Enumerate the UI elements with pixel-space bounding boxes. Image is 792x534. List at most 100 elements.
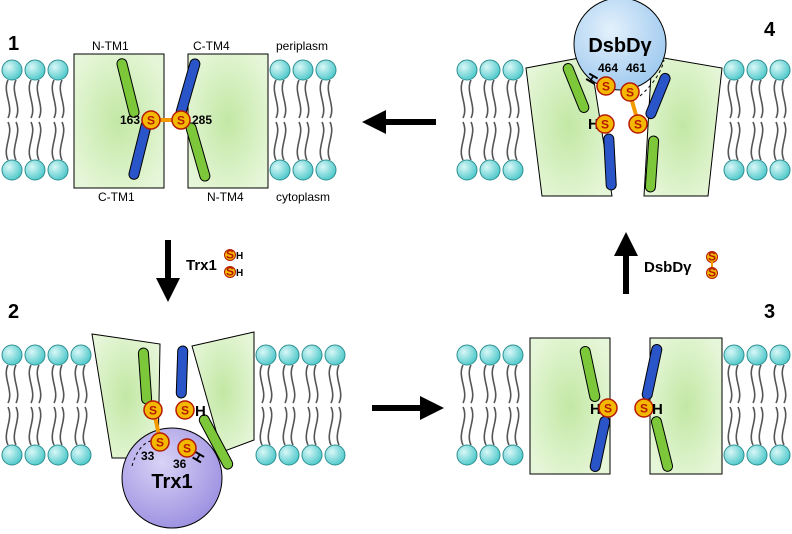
svg-text:S: S [149, 404, 157, 418]
lipid-tail [773, 79, 779, 119]
svg-text:S: S [226, 248, 234, 262]
step-number-3: 3 [764, 301, 775, 323]
lipid-tail [282, 406, 288, 446]
lipid-tail [735, 79, 741, 119]
lipid-tail [491, 364, 497, 404]
lipid-head [255, 444, 277, 466]
svg-text:S: S [183, 442, 191, 456]
lipid-tail [758, 79, 764, 119]
lipid-head [255, 344, 277, 366]
lipid-tail [5, 364, 11, 404]
helix-blue-lower-left [603, 133, 617, 191]
panel-4: 4 DsbDγ S H S H S S 464 461 [525, 0, 776, 197]
lipid-tail [305, 406, 311, 446]
label-c-tm1: C-TM1 [98, 190, 135, 204]
svg-text:H: H [588, 116, 599, 133]
lipid-head [24, 159, 46, 181]
sulfur-right-thiol: S H [175, 400, 206, 420]
sulfur-163: S [141, 110, 161, 130]
lipid-tail [491, 121, 497, 161]
lipid-tail [74, 406, 80, 446]
membrane-3-right [723, 344, 791, 466]
svg-text:S: S [626, 86, 634, 100]
lipid-head [269, 159, 291, 181]
lipid-head [479, 344, 501, 366]
lipid-head [324, 444, 346, 466]
helix-green-right [198, 414, 234, 470]
lipid-tail [13, 121, 19, 161]
lipid-tail [506, 406, 512, 446]
lipid-tail [773, 364, 779, 404]
membrane-2-left [1, 344, 92, 466]
lipid-tail [460, 79, 466, 119]
lipid-tail [328, 406, 334, 446]
lipid-tail [319, 121, 325, 161]
lipid-head [456, 344, 478, 366]
lipid-tail [313, 364, 319, 404]
lipid-head [24, 344, 46, 366]
membrane-4-right [723, 59, 791, 181]
lipid-head [746, 444, 768, 466]
svg-text:S: S [634, 118, 642, 132]
lipid-head [769, 159, 791, 181]
lipid-tail [483, 406, 489, 446]
lipid-head [315, 59, 337, 81]
lipid-tail [491, 406, 497, 446]
helix-n-tm1 [116, 58, 140, 118]
lipid-tail [5, 406, 11, 446]
lipid-tail [483, 79, 489, 119]
lipid-tail [36, 79, 42, 119]
lipid-tail [483, 121, 489, 161]
lipid-head [479, 59, 501, 81]
helix-green-lower-right [644, 135, 660, 193]
lipid-tail [28, 364, 34, 404]
panel-2: 2 Trx1 S S H S S H 33 36 [8, 301, 255, 529]
lipid-head [47, 344, 69, 366]
svg-text:H: H [236, 251, 243, 262]
step-number-1: 1 [8, 33, 19, 55]
membrane-1-left [1, 59, 69, 181]
lipid-head [24, 444, 46, 466]
lipid-tail [506, 364, 512, 404]
disulfide-icon-up: S S [706, 250, 718, 280]
residue-285: 285 [192, 113, 212, 127]
lipid-tail [13, 406, 19, 446]
lipid-head [269, 59, 291, 81]
lipid-tail [460, 364, 466, 404]
label-cytoplasm: cytoplasm [276, 190, 330, 204]
lipid-head [479, 444, 501, 466]
lipid-head [456, 159, 478, 181]
lipid-head [723, 444, 745, 466]
lipid-tail [36, 406, 42, 446]
lipid-head [502, 344, 524, 366]
lipid-head [723, 159, 745, 181]
residue-461: 461 [626, 61, 646, 75]
lipid-tail [5, 121, 11, 161]
lipid-head [301, 344, 323, 366]
lipid-tail [468, 121, 474, 161]
lipid-head [456, 444, 478, 466]
lipid-tail [514, 79, 520, 119]
lipid-tail [273, 121, 279, 161]
lipid-tail [319, 79, 325, 119]
lipid-tail [304, 121, 310, 161]
residue-163: 163 [120, 113, 140, 127]
lipid-head [292, 159, 314, 181]
thiol-left: H S [590, 398, 618, 418]
svg-text:S: S [181, 404, 189, 418]
svg-text:S: S [156, 436, 164, 450]
lipid-tail [750, 406, 756, 446]
lipid-tail [514, 364, 520, 404]
lipid-head [70, 444, 92, 466]
tm-domain-left [525, 55, 613, 197]
helix-green-upper-left [562, 63, 590, 113]
lipid-head [502, 59, 524, 81]
helix-blue-right [175, 345, 189, 399]
lipid-tail [59, 364, 65, 404]
lipid-tail [28, 79, 34, 119]
lipid-tail [460, 406, 466, 446]
lipid-tail [51, 79, 57, 119]
lipid-tail [735, 364, 741, 404]
sulfur-461: S [620, 82, 640, 102]
lipid-head [292, 59, 314, 81]
